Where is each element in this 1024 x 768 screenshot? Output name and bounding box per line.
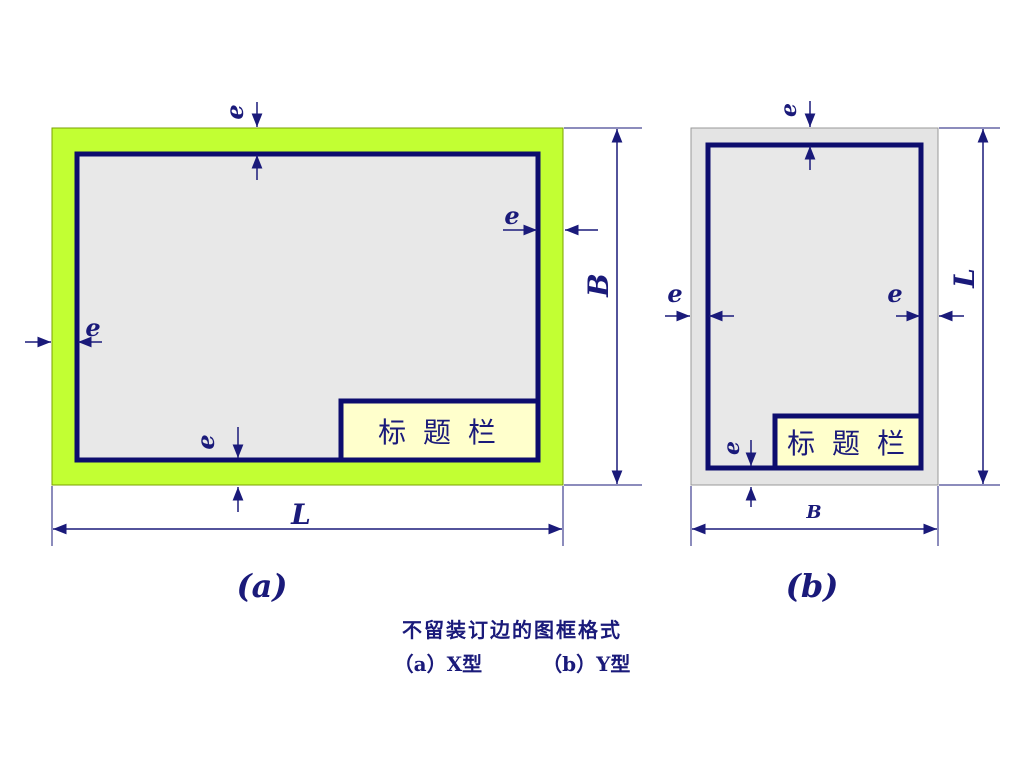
diagram-b: 标 题 栏 e e e e B L	[665, 101, 1000, 546]
title-block-a	[338, 398, 541, 463]
label-e-a-right: e	[504, 201, 519, 230]
label-e-b-bottom: e	[719, 441, 745, 455]
label-e-b-left: e	[667, 279, 682, 308]
title-block-a-text: 标 题 栏	[378, 416, 500, 449]
label-e-b-top: e	[776, 103, 802, 117]
label-e-a-left: e	[85, 313, 100, 342]
label-e-a-bottom: e	[191, 434, 220, 449]
label-width-b: B	[805, 502, 821, 523]
label-length-a: L	[290, 498, 311, 531]
figure-caption-types: （a）X型 （b）Y型	[0, 648, 1024, 677]
figure-caption-type-y: （b）Y型	[542, 652, 631, 676]
label-width-a: B	[582, 273, 615, 298]
figure-caption-title: 不留装订边的图框格式	[402, 618, 622, 642]
diagram-a: 标 题 栏 e e e e L B	[25, 102, 642, 546]
label-length-b: L	[948, 268, 981, 289]
subfigure-caption-a: (a)	[236, 567, 287, 605]
label-e-a-top: e	[220, 104, 249, 119]
subfigure-caption-b: (b)	[786, 567, 839, 605]
title-block-b	[772, 413, 924, 471]
label-e-b-right: e	[887, 279, 902, 308]
title-block-b-text: 标 题 栏	[787, 427, 909, 460]
figure-caption-type-x: （a）X型	[393, 652, 483, 676]
